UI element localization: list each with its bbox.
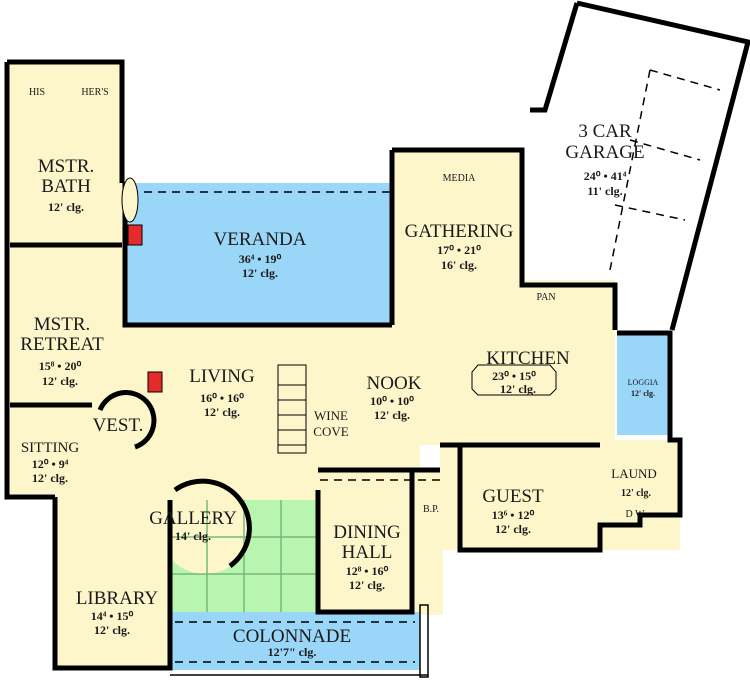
room-dims: 17⁰ • 21⁰	[437, 243, 481, 257]
room-label-dw: D W	[626, 509, 646, 520]
room-label-bp: B.P.	[423, 504, 439, 515]
room-label-colonnade: COLONNADE	[233, 626, 351, 647]
room-ceiling: 12' clg.	[621, 488, 651, 499]
room-dims: 15⁸ • 20⁰	[39, 359, 82, 373]
guest-laundry-area	[440, 440, 680, 550]
room-label-loggia: LOGGIA	[628, 378, 659, 387]
room-label-guest: GUEST	[482, 486, 544, 507]
room-ceiling: 11' clg.	[587, 184, 622, 198]
room-label-nook: NOOK	[367, 373, 422, 394]
dining-area	[318, 470, 443, 615]
room-label-wine-cove: WINE	[314, 408, 348, 423]
room-label-pantry: PAN	[536, 292, 555, 303]
room-ceiling: 12' clg.	[631, 389, 655, 398]
gallery-fill	[159, 482, 251, 574]
room-dims: 36⁴ • 19⁰	[239, 252, 282, 266]
vestibule-fill	[90, 397, 146, 453]
room-ceiling: 12' clg.	[242, 266, 278, 280]
room-label-his: HIS	[29, 87, 45, 98]
room-label-laundry: LAUND	[611, 466, 657, 481]
room-ceiling: 12' clg.	[48, 200, 84, 214]
room-label-sitting: SITTING	[21, 440, 79, 456]
room-ceiling: 12' clg.	[94, 623, 130, 637]
beam-lines	[130, 69, 721, 663]
floor-areas	[7, 62, 680, 670]
room-dims: 14⁴ • 15⁰	[91, 609, 134, 623]
room-label-kitchen: KITCHEN	[486, 348, 570, 369]
bathtub-icon	[121, 177, 139, 223]
room-label-mstr-bath: MSTR.	[38, 156, 95, 177]
room-label-wine-cove: COVE	[313, 424, 348, 439]
room-label-library: LIBRARY	[76, 588, 159, 609]
room-label-vest: VEST.	[93, 415, 144, 436]
room-label-living: LIVING	[189, 366, 255, 387]
room-ceiling: 12' clg.	[495, 522, 531, 536]
room-ceiling: 14' clg.	[175, 529, 211, 543]
room-label-mstr-bath: BATH	[41, 176, 91, 197]
room-ceiling: 12' clg.	[500, 382, 536, 396]
room-label-mstr-retreat: MSTR.	[34, 314, 91, 335]
room-label-dining-hall: DINING	[333, 522, 401, 543]
room-label-hers: HER'S	[81, 87, 108, 98]
room-dims: 12⁸ • 16⁰	[346, 564, 389, 578]
library-area	[55, 490, 175, 668]
room-label-garage: GARAGE	[565, 142, 644, 163]
stairs-icon	[277, 364, 307, 454]
room-ceiling: 12' clg.	[204, 405, 240, 419]
room-label-media: MEDIA	[443, 173, 477, 184]
room-dims: 13⁶ • 12⁰	[492, 508, 535, 522]
room-label-veranda: VERANDA	[214, 229, 307, 250]
gathering-room	[392, 150, 522, 328]
room-ceiling: 16' clg.	[441, 258, 477, 272]
room-ceiling: 12' clg.	[32, 471, 68, 485]
room-dims: 23⁰ • 15⁰	[492, 369, 536, 383]
room-ceiling: 12' clg.	[349, 578, 385, 592]
pantry-area	[520, 280, 615, 330]
room-dims: 16⁰ • 16⁰	[200, 391, 244, 405]
room-label-gallery: GALLERY	[149, 508, 237, 529]
fireplace-icon	[147, 371, 163, 393]
room-ceiling: 12' clg.	[374, 408, 410, 422]
room-labels: HIS HER'S MSTR. BATH 12' clg. MSTR. RETR…	[20, 87, 658, 659]
courtyard-grid	[170, 500, 318, 612]
loggia-fill	[617, 333, 670, 435]
room-dims: 10⁰ • 10⁰	[370, 394, 414, 408]
room-dims: 24⁰ • 41⁴	[584, 169, 627, 183]
kitchen-island	[471, 364, 557, 396]
room-label-gathering: GATHERING	[405, 221, 514, 242]
room-ceiling: 12'7" clg.	[268, 645, 317, 659]
room-label-dining-hall: HALL	[342, 542, 393, 563]
walls	[4, 0, 750, 678]
veranda-fill	[125, 183, 392, 325]
room-label-mstr-retreat: RETREAT	[20, 334, 104, 355]
room-dims: 12⁰ • 9⁴	[32, 457, 69, 471]
room-label-garage: 3 CAR	[578, 121, 632, 142]
fireplace-icon	[127, 224, 143, 246]
room-ceiling: 12' clg.	[42, 374, 78, 388]
